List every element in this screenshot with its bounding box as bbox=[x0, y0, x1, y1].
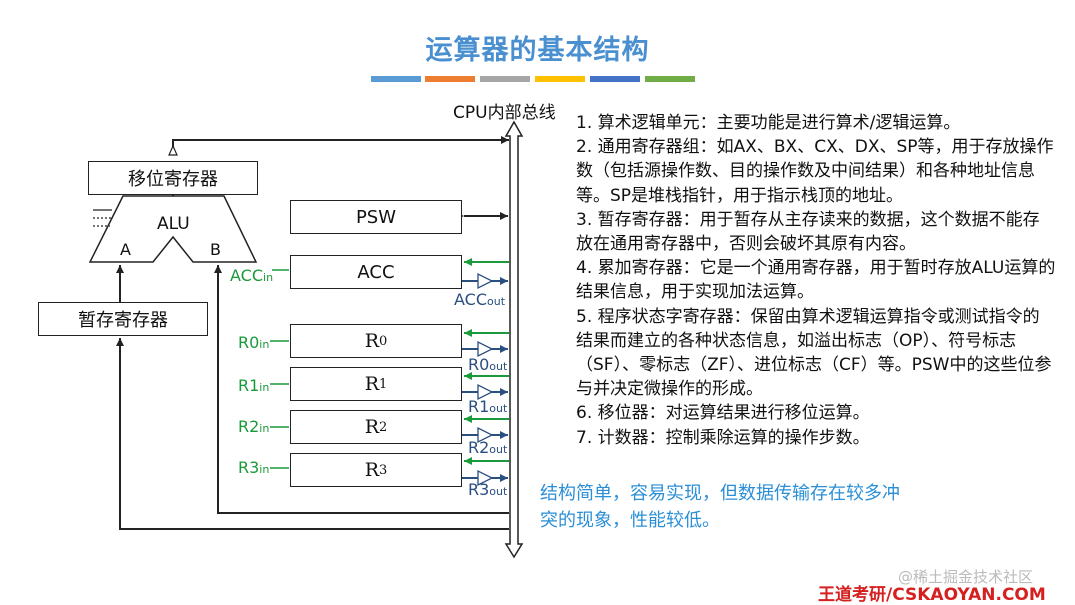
register-r2-base: R bbox=[364, 416, 380, 438]
acc-out-signal: ACCout bbox=[454, 290, 505, 309]
r3-in-text: R3 bbox=[238, 458, 260, 477]
bus-to-shifter-line bbox=[172, 136, 509, 155]
register-r3-sub: 3 bbox=[379, 462, 388, 478]
title-stripe-5 bbox=[590, 76, 640, 82]
register-r3-base: R bbox=[364, 459, 380, 481]
r0-in-text: R0 bbox=[238, 333, 260, 352]
r3-out-suffix: out bbox=[489, 485, 508, 498]
register-r1-base: R bbox=[364, 373, 380, 395]
bus-to-alu-b-line bbox=[214, 265, 509, 514]
page-title: 运算器的基本结构 bbox=[425, 35, 650, 66]
r3-out-signal: R3out bbox=[468, 480, 507, 499]
alu-shape bbox=[88, 195, 258, 263]
r3-in-suffix: in bbox=[259, 463, 270, 476]
r0-in-signal: R0in bbox=[238, 333, 269, 352]
register-r0-sub: 0 bbox=[379, 333, 388, 349]
r0-out-signal: R0out bbox=[468, 355, 507, 374]
r0-in-suffix: in bbox=[259, 338, 270, 351]
title-stripe-2 bbox=[425, 76, 475, 82]
r1-out-gate bbox=[477, 383, 494, 401]
description-item: 4. 累加寄存器：它是一个通用寄存器，用于暂时存放ALU运算的结果信息，用于实现… bbox=[576, 258, 1056, 303]
r1-in-signal: R1in bbox=[238, 376, 269, 395]
temp-register: 暂存寄存器 bbox=[38, 302, 208, 336]
register-r1-sub: 1 bbox=[379, 376, 388, 392]
alu-label: ALU bbox=[157, 214, 190, 234]
alu-input-b-label: B bbox=[210, 240, 221, 259]
r1-in-suffix: in bbox=[259, 381, 270, 394]
r0-out-text: R0 bbox=[468, 355, 490, 374]
description-list: 1. 算术逻辑单元：主要功能是进行算术/逻辑运算。 2. 通用寄存器组：如AX、… bbox=[576, 111, 1056, 450]
bus-to-temp-line bbox=[116, 338, 509, 530]
title-stripe-1 bbox=[371, 76, 421, 82]
acc-in-signal: ACCin bbox=[230, 266, 273, 285]
internal-bus bbox=[504, 120, 524, 559]
acc-register: ACC bbox=[290, 255, 462, 289]
title-stripe-6 bbox=[645, 76, 695, 82]
bus-label: CPU内部总线 bbox=[453, 103, 556, 123]
psw-register: PSW bbox=[290, 200, 462, 234]
r0-out-suffix: out bbox=[489, 360, 508, 373]
r3-out-text: R3 bbox=[468, 480, 490, 499]
description-item: 6. 移位器：对运算结果进行移位运算。 bbox=[576, 403, 870, 424]
r2-out-text: R2 bbox=[468, 438, 490, 457]
description-item: 1. 算术逻辑单元：主要功能是进行算术/逻辑运算。 bbox=[576, 113, 961, 133]
r2-in-text: R2 bbox=[238, 417, 260, 436]
alu-input-a-label: A bbox=[120, 240, 131, 259]
description-item: 7. 计数器：控制乘除运算的操作步数。 bbox=[576, 427, 870, 448]
title-stripe-3 bbox=[480, 76, 530, 82]
r2-in-suffix: in bbox=[259, 422, 270, 435]
watermark: @稀土掘金技术社区 bbox=[898, 568, 1034, 586]
acc-in-suffix: in bbox=[263, 271, 274, 284]
r2-out-signal: R2out bbox=[468, 438, 507, 457]
r3-out-gate bbox=[477, 469, 494, 487]
r1-out-signal: R1out bbox=[468, 397, 507, 416]
r2-out-gate bbox=[477, 426, 494, 444]
r0-out-gate bbox=[477, 340, 494, 358]
title-stripe-4 bbox=[535, 76, 585, 82]
register-r0-base: R bbox=[364, 330, 380, 352]
r3-in-signal: R3in bbox=[238, 458, 269, 477]
register-r2-sub: 2 bbox=[379, 419, 388, 435]
summary-note: 结构简单，容易实现，但数据传输存在较多冲突的现象，性能较低。 bbox=[540, 483, 900, 531]
description-item: 5. 程序状态字寄存器：保留由算术逻辑运算指令或测试指令的结果而建立的各种状态信… bbox=[576, 306, 1052, 400]
r2-in-signal: R2in bbox=[238, 417, 269, 436]
shifter-register: 移位寄存器 bbox=[88, 161, 258, 195]
acc-out-text: ACC bbox=[454, 290, 488, 309]
description-item: 2. 通用寄存器组：如AX、BX、CX、DX、SP等，用于存放操作数（包括源操作… bbox=[576, 137, 1054, 206]
acc-out-suffix: out bbox=[487, 295, 506, 308]
shifter-input-triangle bbox=[168, 144, 178, 156]
r1-out-suffix: out bbox=[489, 402, 508, 415]
brand-footer: 王道考研/CSKAOYAN.COM bbox=[818, 585, 1046, 605]
r1-out-text: R1 bbox=[468, 397, 490, 416]
acc-out-gate bbox=[477, 272, 494, 290]
r1-in-text: R1 bbox=[238, 376, 260, 395]
description-item: 3. 暂存寄存器：用于暂存从主存读来的数据，这个数据不能存放在通用寄存器中，否则… bbox=[576, 209, 1040, 255]
acc-in-text: ACC bbox=[230, 266, 264, 285]
r2-out-suffix: out bbox=[489, 443, 508, 456]
